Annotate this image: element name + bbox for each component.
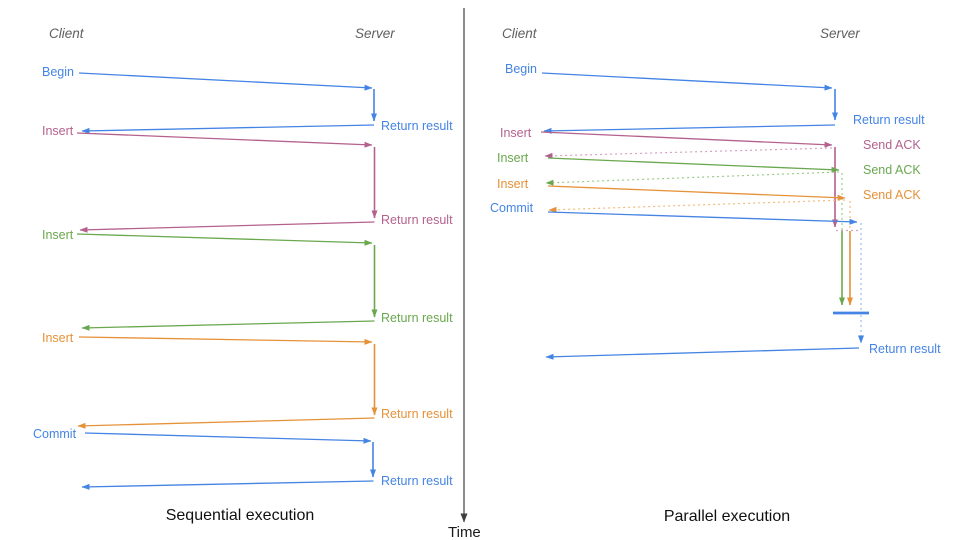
return-arrow xyxy=(543,124,836,134)
return-arrow xyxy=(81,480,374,490)
request-arrow xyxy=(78,336,373,345)
time-axis-label: Time xyxy=(448,524,481,540)
op-label-begin: Begin xyxy=(505,62,537,76)
request-arrow xyxy=(547,157,840,173)
client-column-header: Client xyxy=(49,26,85,41)
op-label-begin: Begin xyxy=(42,65,74,79)
request-arrow xyxy=(76,132,373,148)
return-result-label: Return result xyxy=(381,311,453,325)
return-arrow xyxy=(79,221,375,233)
op-label-insert: Insert xyxy=(42,228,74,242)
send-ack-label: Send ACK xyxy=(863,188,921,202)
client-column-header: Client xyxy=(502,26,538,41)
op-label-insert: Insert xyxy=(42,124,74,138)
send-ack-label: Send ACK xyxy=(863,163,921,177)
server-column-header: Server xyxy=(820,26,860,41)
return-result-label: Return result xyxy=(869,342,941,356)
return-result-label: Return result xyxy=(381,474,453,488)
request-arrow xyxy=(540,131,833,148)
send-ack-label: Send ACK xyxy=(863,138,921,152)
panel-title: Parallel execution xyxy=(664,508,790,525)
return-result-label: Return result xyxy=(381,119,453,133)
op-label-insert: Insert xyxy=(497,177,529,191)
op-label-insert: Insert xyxy=(42,331,74,345)
op-label-insert: Insert xyxy=(497,151,529,165)
server-column-header: Server xyxy=(355,26,395,41)
request-arrow xyxy=(76,233,373,246)
panel-title: Sequential execution xyxy=(166,507,315,524)
return-arrow xyxy=(545,347,860,360)
sequential-panel: Client Server Begin Return result Insert… xyxy=(33,26,453,524)
request-arrow xyxy=(541,72,833,91)
parallel-panel: Client Server Begin Return result Insert… xyxy=(490,26,941,525)
ack-dashed-arrow xyxy=(544,147,833,159)
ack-dashed-arrow xyxy=(548,199,846,213)
request-arrow xyxy=(547,185,846,201)
return-arrow xyxy=(81,124,375,134)
request-arrow xyxy=(547,211,858,225)
return-result-label: Return result xyxy=(853,113,925,127)
return-arrow xyxy=(81,320,375,331)
return-result-label: Return result xyxy=(381,407,453,421)
op-label-insert: Insert xyxy=(500,126,532,140)
op-label-commit: Commit xyxy=(490,201,534,215)
request-arrow xyxy=(78,72,373,91)
return-result-label: Return result xyxy=(381,213,453,227)
request-arrow xyxy=(84,432,372,444)
op-label-commit: Commit xyxy=(33,427,77,441)
ack-dashed-arrow xyxy=(545,171,840,186)
return-arrow xyxy=(77,417,375,429)
